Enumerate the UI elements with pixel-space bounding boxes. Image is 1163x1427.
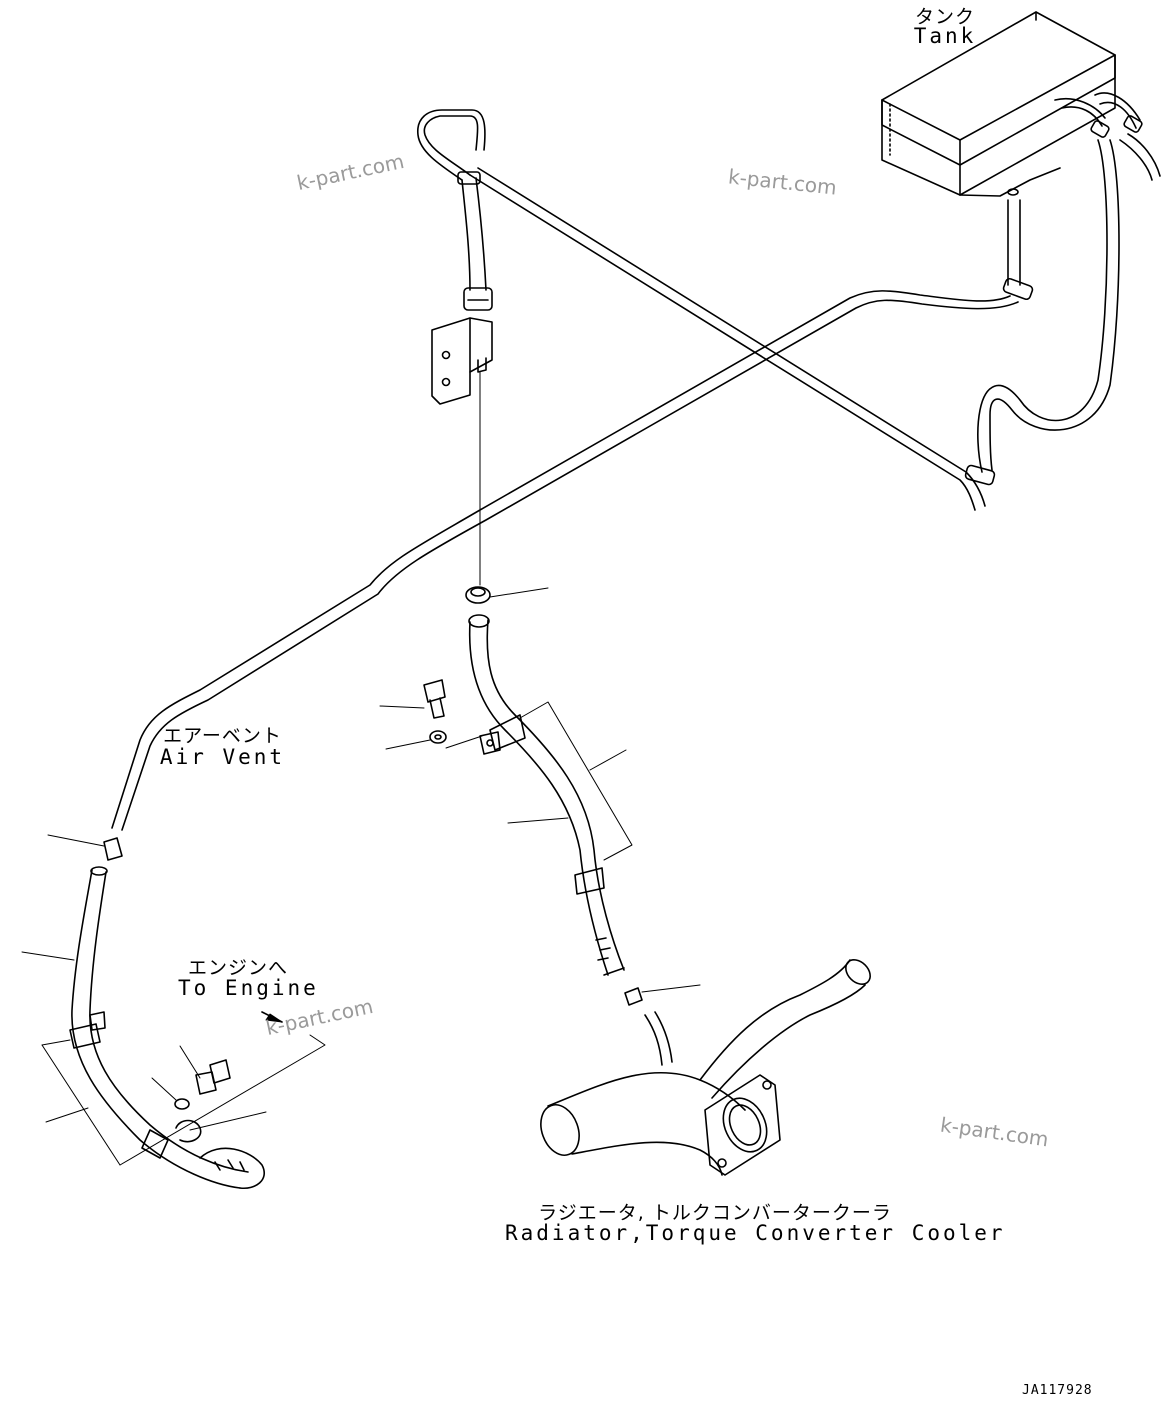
tank-drain-hose (964, 139, 1120, 486)
air-vent-label-jp: エアーベント (163, 725, 282, 747)
middle-callout-box (507, 701, 633, 861)
mounting-bracket (431, 317, 493, 405)
radiator-elbow (540, 959, 871, 1176)
radiator-label-en: Radiator,Torque Converter Cooler (505, 1221, 1006, 1245)
drawing-code: JA117928 (1022, 1383, 1093, 1398)
lower-callout-box (41, 1011, 326, 1166)
tank (881, 11, 1116, 197)
air-vent-label-en: Air Vent (159, 745, 286, 769)
tank-label-jp: タンク (914, 6, 975, 28)
small-fitting (624, 984, 701, 1066)
upper-vertical-hose (457, 171, 493, 311)
lower-left-hose (21, 834, 267, 1190)
tank-outlet-tubes (1054, 92, 1161, 181)
air-vent-pipe (111, 290, 1019, 831)
tank-label-en: Tank (913, 24, 977, 48)
tank-bottom-tube (1002, 199, 1034, 301)
to-engine-label-jp: エンジンへ (187, 957, 288, 979)
bolt-washer-middle (379, 679, 501, 755)
middle-hose (468, 614, 625, 976)
to-engine-label-en: To Engine (178, 976, 319, 1000)
bolt-washer-lower (151, 1045, 231, 1110)
hose-clamp-upper (465, 586, 549, 604)
radiator-label-jp: ラジエータ, トルクコンバータークーラ (538, 1202, 892, 1224)
upper-crossing-pipe (417, 109, 986, 511)
